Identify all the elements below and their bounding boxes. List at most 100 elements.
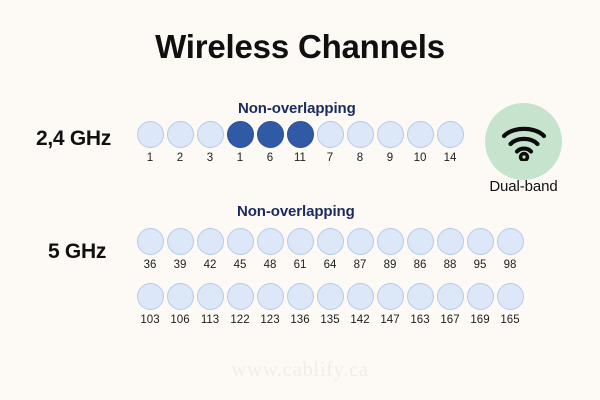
channel-item[interactable]: 165 (495, 283, 525, 327)
channel-item[interactable]: 8 (345, 121, 375, 165)
channel-number: 1 (146, 152, 154, 164)
channel-dot[interactable] (256, 228, 284, 255)
channel-dot[interactable] (466, 228, 494, 255)
channel-number: 165 (500, 314, 520, 326)
channel-number: 2 (176, 152, 184, 164)
channel-dot[interactable] (286, 283, 314, 310)
channel-dot[interactable] (496, 283, 524, 310)
channel-number: 89 (383, 259, 397, 271)
channel-item[interactable]: 135 (315, 283, 345, 327)
channel-dot[interactable] (346, 121, 374, 148)
channel-dot[interactable] (136, 228, 164, 255)
channel-item[interactable]: 87 (345, 228, 375, 272)
channel-number: 95 (473, 259, 487, 271)
channel-item[interactable]: 2 (165, 121, 195, 165)
channel-item[interactable]: 61 (285, 228, 315, 272)
channel-item[interactable]: 103 (135, 283, 165, 327)
channel-number: 6 (266, 152, 274, 164)
channel-item[interactable]: 147 (375, 283, 405, 327)
channel-number: 122 (230, 314, 250, 326)
dual-band-label: Dual-band (489, 178, 558, 195)
channel-dot[interactable] (406, 121, 434, 148)
channel-item[interactable]: 7 (315, 121, 345, 165)
channel-number: 45 (233, 259, 247, 271)
channel-dot[interactable] (346, 228, 374, 255)
channel-item[interactable]: 10 (405, 121, 435, 165)
channel-item[interactable]: 36 (135, 228, 165, 272)
channel-number: 113 (200, 314, 220, 326)
channel-item[interactable]: 122 (225, 283, 255, 327)
channel-dot[interactable] (286, 228, 314, 255)
channel-item[interactable]: 163 (405, 283, 435, 327)
channel-item[interactable]: 167 (435, 283, 465, 327)
channel-item[interactable]: 86 (405, 228, 435, 272)
page-title: Wireless Channels (155, 28, 445, 65)
channel-item[interactable]: 113 (195, 283, 225, 327)
channel-dot-highlighted[interactable] (286, 121, 314, 148)
channel-item[interactable]: 136 (285, 283, 315, 327)
channel-item[interactable]: 42 (195, 228, 225, 272)
channel-dot[interactable] (226, 283, 254, 310)
channel-number: 7 (326, 152, 334, 164)
channel-dot[interactable] (436, 283, 464, 310)
channel-item[interactable]: 142 (345, 283, 375, 327)
channel-dot[interactable] (256, 283, 284, 310)
channel-number: 142 (350, 314, 370, 326)
channel-item[interactable]: 106 (165, 283, 195, 327)
channel-number: 147 (380, 314, 400, 326)
channel-dot[interactable] (376, 228, 404, 255)
channel-number: 11 (294, 152, 306, 164)
channel-dot[interactable] (406, 228, 434, 255)
channel-number: 36 (143, 259, 157, 271)
channel-number: 1 (236, 152, 244, 164)
channel-number: 103 (140, 314, 160, 326)
channel-dot[interactable] (196, 121, 224, 148)
channel-item[interactable]: 45 (225, 228, 255, 272)
channel-dot[interactable] (406, 283, 434, 310)
channel-item[interactable]: 11 (285, 121, 315, 165)
channel-item[interactable]: 95 (465, 228, 495, 272)
channel-item[interactable]: 88 (435, 228, 465, 272)
channel-number: 87 (353, 259, 367, 271)
channel-dot[interactable] (436, 121, 464, 148)
channel-item[interactable]: 98 (495, 228, 525, 272)
channel-dot[interactable] (316, 283, 344, 310)
channel-dot[interactable] (136, 121, 164, 148)
channel-item[interactable]: 1 (225, 121, 255, 165)
channel-item[interactable]: 169 (465, 283, 495, 327)
channel-item[interactable]: 89 (375, 228, 405, 272)
channel-dot[interactable] (466, 283, 494, 310)
channel-number: 3 (206, 152, 214, 164)
channel-dot[interactable] (346, 283, 374, 310)
channel-dot[interactable] (436, 228, 464, 255)
channel-item[interactable]: 64 (315, 228, 345, 272)
channel-item[interactable]: 14 (435, 121, 465, 165)
channel-dot[interactable] (166, 228, 194, 255)
channel-item[interactable]: 3 (195, 121, 225, 165)
channel-number: 42 (203, 259, 217, 271)
channel-dot[interactable] (376, 283, 404, 310)
channel-item[interactable]: 123 (255, 283, 285, 327)
channel-dot[interactable] (166, 121, 194, 148)
channel-number: 10 (413, 152, 427, 164)
channel-dot[interactable] (316, 121, 344, 148)
channel-dot[interactable] (196, 228, 224, 255)
channel-dot[interactable] (316, 228, 344, 255)
channel-dot[interactable] (196, 283, 224, 310)
channel-dot[interactable] (376, 121, 404, 148)
channel-dot[interactable] (496, 228, 524, 255)
non-overlapping-label-5ghz: Non-overlapping (237, 203, 355, 220)
channel-dot-highlighted[interactable] (256, 121, 284, 148)
channel-dot[interactable] (166, 283, 194, 310)
channel-item[interactable]: 1 (135, 121, 165, 165)
channel-item[interactable]: 9 (375, 121, 405, 165)
channel-item[interactable]: 48 (255, 228, 285, 272)
channel-item[interactable]: 39 (165, 228, 195, 272)
channel-dot[interactable] (226, 228, 254, 255)
channel-dot-highlighted[interactable] (226, 121, 254, 148)
dual-band-badge (485, 103, 562, 180)
channel-item[interactable]: 6 (255, 121, 285, 165)
channel-number: 39 (173, 259, 187, 271)
channel-dot[interactable] (136, 283, 164, 310)
